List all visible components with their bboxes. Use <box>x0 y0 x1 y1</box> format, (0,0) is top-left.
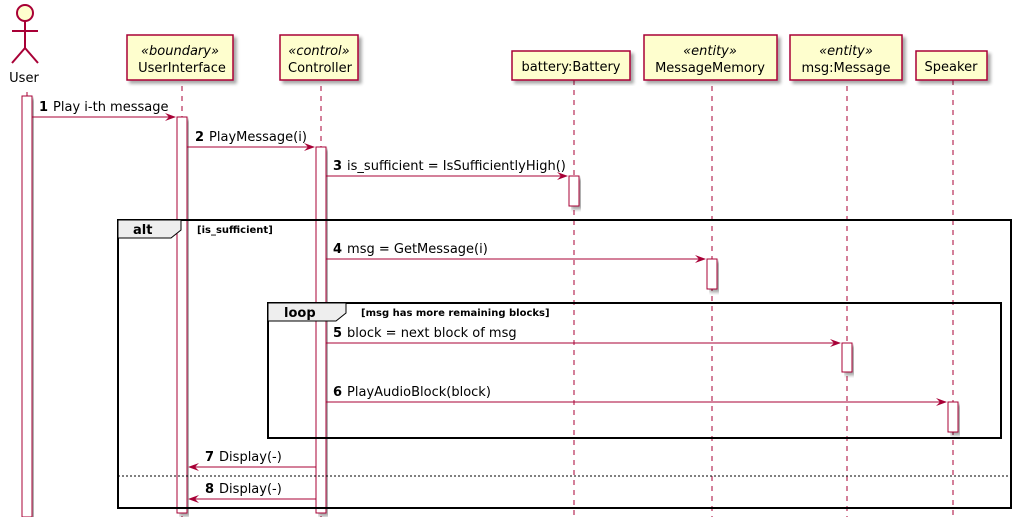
activation-controller <box>315 146 327 514</box>
participant-ui[interactable]: «boundary» UserInterface <box>126 34 234 81</box>
message-2-number: 2 <box>195 130 204 145</box>
message-2-label: PlayMessage(i) <box>209 130 307 145</box>
participant-msg-stereotype: «entity» <box>819 44 873 59</box>
svg-text:3is_sufficient = IsSufficientl: 3 is_sufficient = IsSufficientlyHigh() <box>333 159 566 174</box>
participant-ui-stereotype: «boundary» <box>141 44 219 59</box>
message-1: 1 Play i-th message <box>32 100 176 121</box>
message-7-number: 7 <box>205 450 214 465</box>
message-4: 4 msg = GetMessage(i) <box>326 242 706 263</box>
message-3-label: is_sufficient = IsSufficientlyHigh() <box>347 159 566 174</box>
messages: 1 Play i-th message 2 PlayMessage(i) 3 is_s… <box>32 100 947 503</box>
message-4-label: msg = GetMessage(i) <box>347 242 488 257</box>
message-6: 6 PlayAudioBlock(block) <box>326 385 947 406</box>
participants: «boundary» UserInterface «control» Contr… <box>126 34 988 81</box>
message-7-label: Display(-) <box>219 450 282 465</box>
message-6-number: 6 <box>333 385 342 400</box>
activation-battery <box>568 175 580 207</box>
participant-battery-name: battery:Battery <box>522 60 621 75</box>
message-8: 8 Display(-) <box>188 482 316 503</box>
activations <box>21 95 959 517</box>
message-5: 5 block = next block of msg <box>326 326 841 347</box>
participant-message-memory-name: MessageMemory <box>655 61 765 76</box>
participant-msg[interactable]: «entity» msg:Message <box>789 34 903 81</box>
participant-msg-name: msg:Message <box>801 61 890 76</box>
participant-controller[interactable]: «control» Controller <box>279 34 359 81</box>
participant-controller-stereotype: «control» <box>288 44 349 59</box>
alt-guard: [is_sufficient] <box>197 225 273 236</box>
participant-controller-name: Controller <box>288 61 353 76</box>
message-4-number: 4 <box>333 242 342 257</box>
message-5-label: block = next block of msg <box>347 326 517 341</box>
message-7: 7 Display(-) <box>188 450 316 471</box>
message-2: 2 PlayMessage(i) <box>187 130 315 151</box>
message-8-label: Display(-) <box>219 482 282 497</box>
message-5-number: 5 <box>333 326 342 341</box>
loop-keyword: loop <box>284 306 316 321</box>
message-1-number: 1 <box>39 100 48 115</box>
participant-speaker[interactable]: Speaker <box>915 50 988 81</box>
participant-battery[interactable]: battery:Battery <box>511 50 631 81</box>
loop-guard: [msg has more remaining blocks] <box>361 308 550 319</box>
actor-user-name: User <box>9 71 39 86</box>
participant-ui-name: UserInterface <box>138 61 226 76</box>
participant-message-memory-stereotype: «entity» <box>683 44 737 59</box>
message-1-label: Play i-th message <box>53 100 168 115</box>
message-6-label: PlayAudioBlock(block) <box>347 385 491 400</box>
activation-speaker <box>947 401 959 433</box>
loop-fragment: loop [msg has more remaining blocks] <box>267 302 1002 439</box>
lifelines <box>26 80 954 517</box>
message-8-number: 8 <box>205 482 214 497</box>
message-3: 3 is_sufficient = IsSufficientlyHigh() <box>326 159 568 180</box>
message-3-number: 3 <box>333 159 342 174</box>
activation-msg <box>841 342 853 373</box>
participant-message-memory[interactable]: «entity» MessageMemory <box>643 34 778 81</box>
stick-figure-icon <box>11 4 39 64</box>
alt-keyword: alt <box>133 223 152 238</box>
alt-fragment: alt [is_sufficient] <box>117 219 1012 509</box>
activation-user <box>21 95 33 517</box>
actor-user[interactable] <box>11 4 39 64</box>
activation-message-memory <box>706 258 718 290</box>
participant-speaker-name: Speaker <box>925 60 979 75</box>
activation-ui <box>176 116 188 514</box>
